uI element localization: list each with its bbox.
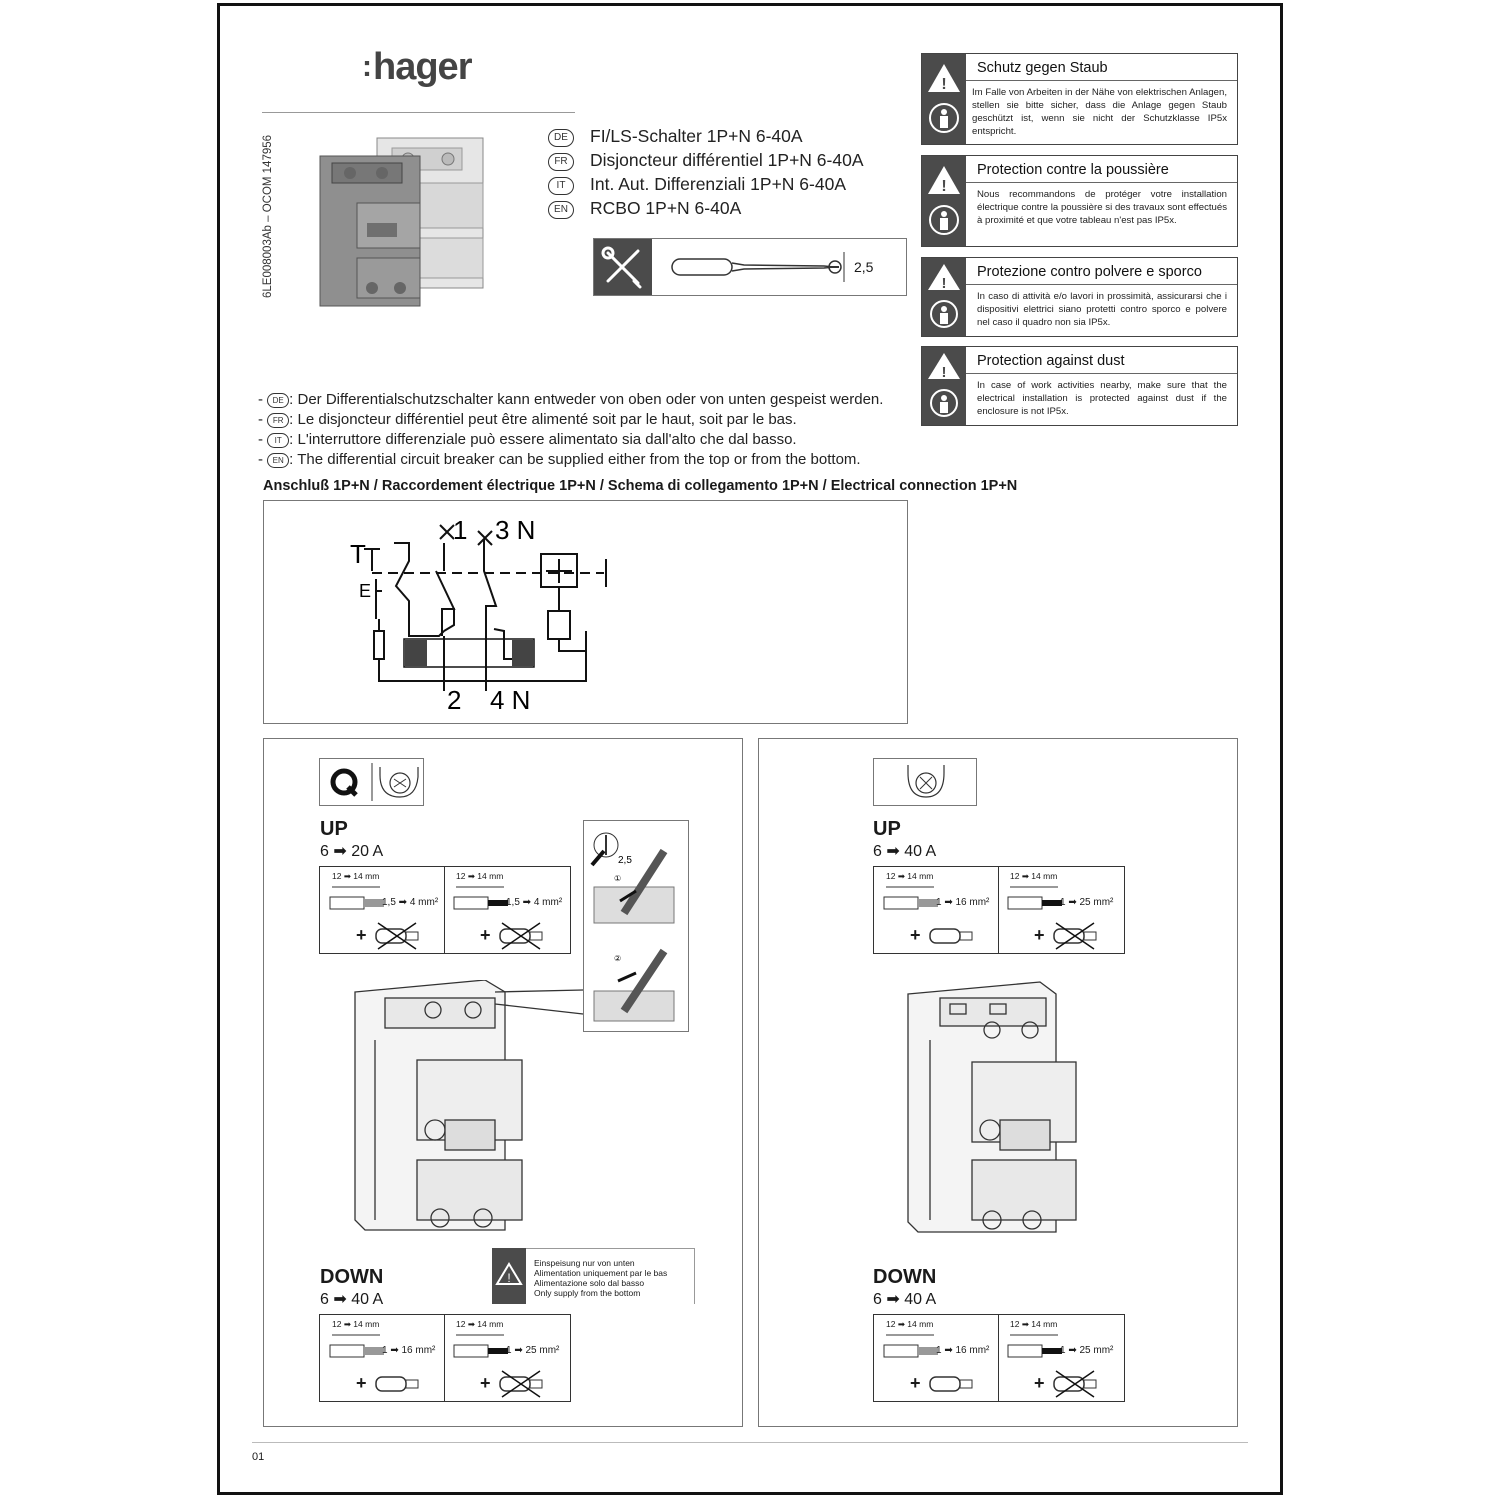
ferrule-icon (375, 1376, 419, 1392)
screw-type-box-right (873, 758, 977, 806)
device-drawing-right (907, 981, 1077, 1233)
svg-text:!: ! (941, 76, 946, 93)
wire-cell-flexible: 12 ➡ 14 mm 1,5 ➡ 4 mm² + (320, 867, 445, 953)
doc-code: 6LE008003Ab – OCOM 147956 (262, 134, 274, 298)
wire-stripped-icon (329, 1334, 384, 1358)
wire-solid-icon (1007, 1334, 1062, 1358)
wire-cell-flexible: 12 ➡ 14 mm 1 ➡ 16 mm² + (320, 1315, 445, 1401)
product-photo (319, 137, 484, 307)
screwdriver-icon (671, 252, 845, 282)
wire-stripped-icon (329, 886, 384, 910)
ferrule-icon (929, 1376, 973, 1392)
svg-text:!: ! (941, 178, 946, 195)
schematic-label-t: T (350, 539, 366, 569)
header-divider (262, 112, 575, 113)
wire-stripped-icon (883, 1334, 938, 1358)
no-ferrule-icon (499, 922, 543, 950)
schematic-label-1: 1 (453, 515, 467, 545)
wire-solid-icon (1007, 886, 1062, 910)
wire-cell-rigid: 12 ➡ 14 mm 1 ➡ 25 mm² + (998, 867, 1122, 953)
left-down-range: 6 ➡ 40 A (320, 1291, 384, 1308)
warning-icon: ! (928, 353, 960, 417)
no-ferrule-icon (375, 922, 419, 950)
no-ferrule-icon (1053, 1370, 1097, 1398)
warning-icon: ! (928, 166, 960, 235)
wire-cell-rigid: 12 ➡ 14 mm 1,5 ➡ 4 mm² + (444, 867, 568, 953)
terminal-detail-inset: 2,5 ① ② (583, 820, 689, 1032)
wire-cell-rigid: 12 ➡ 14 mm 1 ➡ 25 mm² + (444, 1315, 568, 1401)
left-up-label: UP (320, 818, 348, 840)
right-up-wire-table: 12 ➡ 14 mm 1 ➡ 16 mm² + 12 ➡ 14 mm 1 ➡ 2… (873, 866, 1125, 954)
no-ferrule-icon (1053, 922, 1097, 950)
wire-cell-flexible: 12 ➡ 14 mm 1 ➡ 16 mm² + (874, 867, 999, 953)
left-down-label: DOWN (320, 1266, 384, 1288)
svg-text:!: ! (942, 275, 947, 292)
warning-de: ! Schutz gegen Staub Im Falle von Arbeit… (921, 53, 1238, 145)
tool-requirement: 2,5 (593, 238, 907, 296)
svg-text:!: ! (942, 364, 947, 381)
right-down-label: DOWN (873, 1266, 937, 1288)
warning-icon: ! (928, 64, 960, 133)
right-down-range: 6 ➡ 40 A (873, 1291, 937, 1308)
wire-cell-rigid: 12 ➡ 14 mm 1 ➡ 25 mm² + (998, 1315, 1122, 1401)
connector-icon (907, 765, 945, 798)
schematic-label-4n: 4 N (490, 685, 530, 715)
left-panel (263, 738, 743, 1427)
ferrule-icon (929, 928, 973, 944)
wire-cell-flexible: 12 ➡ 14 mm 1 ➡ 16 mm² + (874, 1315, 999, 1401)
schematic-label-3n: 3 N (495, 515, 535, 545)
left-down-wire-table: 12 ➡ 14 mm 1 ➡ 16 mm² + 12 ➡ 14 mm 1 ➡ 2… (319, 1314, 571, 1402)
brand-logo: :hager (362, 46, 472, 88)
wire-solid-icon (453, 886, 508, 910)
left-up-range: 6 ➡ 20 A (320, 843, 384, 860)
schematic-label-e: E (359, 581, 371, 601)
svg-text:②: ② (614, 954, 621, 963)
feed-note-fr: - FR: Le disjoncteur différentiel peut ê… (258, 411, 797, 428)
left-up-wire-table: 12 ➡ 14 mm 1,5 ➡ 4 mm² + 12 ➡ 14 mm 1,5 … (319, 866, 571, 954)
q-icon (330, 768, 358, 796)
screw-type-box (319, 758, 424, 806)
connection-title: Anschluß 1P+N / Raccordement électrique … (263, 478, 1018, 494)
schematic-label-2: 2 (447, 685, 461, 715)
connector-icon (379, 767, 419, 798)
no-ferrule-icon (499, 1370, 543, 1398)
right-down-wire-table: 12 ➡ 14 mm 1 ➡ 16 mm² + 12 ➡ 14 mm 1 ➡ 2… (873, 1314, 1125, 1402)
warning-icon: ! (928, 264, 960, 328)
tools-icon (594, 239, 652, 295)
warning-it: ! Protezione contro polvere e sporco In … (921, 257, 1238, 337)
page-number: 01 (252, 1451, 265, 1463)
svg-text:!: ! (507, 1271, 510, 1285)
detail-tool-size: 2,5 (618, 855, 632, 866)
wiring-diagram: T E 1 3 N 2 4 N (263, 500, 908, 724)
device-drawing-left (354, 980, 584, 1231)
warning-icon: ! (492, 1248, 526, 1304)
warning-fr: ! Protection contre la poussière Nous re… (921, 155, 1238, 247)
page-frame (217, 3, 1283, 1495)
wire-stripped-icon (883, 886, 938, 910)
tool-size: 2,5 (854, 259, 874, 275)
feed-note-de: - DE: Der Differentialschutzschalter kan… (258, 391, 884, 408)
right-panel (758, 738, 1238, 1427)
warning-en: ! Protection against dust In case of wor… (921, 346, 1238, 426)
footer-divider (252, 1442, 1248, 1443)
feed-note-en: - EN: The differential circuit breaker c… (258, 451, 861, 468)
wire-solid-icon (453, 1334, 508, 1358)
right-up-range: 6 ➡ 40 A (873, 843, 937, 860)
feed-note-it: - IT: L'interruttore differenziale può e… (258, 431, 797, 448)
right-up-label: UP (873, 818, 901, 840)
svg-text:①: ① (614, 874, 621, 883)
